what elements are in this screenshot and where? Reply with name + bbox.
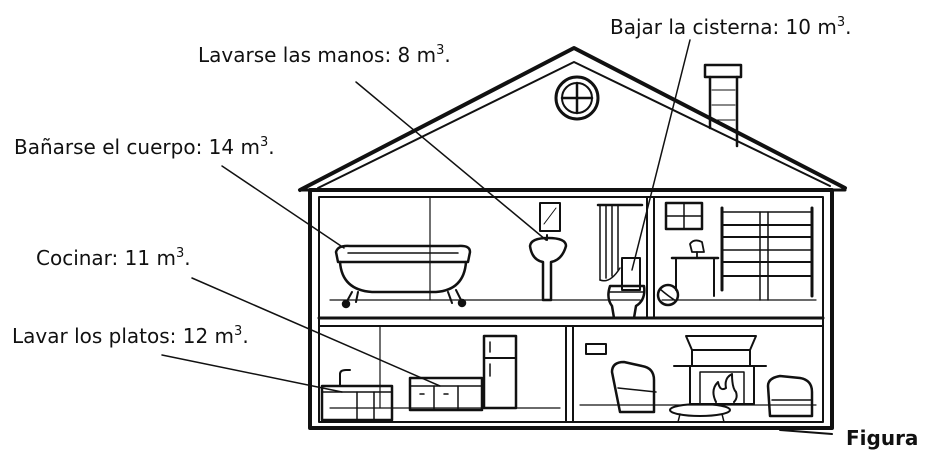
bathroom-sink: [528, 202, 568, 302]
toilet: [607, 257, 646, 320]
chimney: [703, 63, 743, 148]
leader-line-banarse: [221, 165, 345, 249]
leader-line-cocinar: [191, 277, 441, 387]
fireplace: [673, 335, 767, 405]
label-bajar-cisterna: Bajar la cisterna: 10 m3.: [610, 15, 852, 39]
shower-curtain: [596, 203, 644, 282]
stove-counter: [408, 376, 484, 412]
kitchen-sink-counter: [320, 369, 394, 422]
desk: [670, 239, 720, 297]
house-walls: [308, 188, 834, 435]
leader-line-lavarse-manos: [355, 81, 547, 241]
leader-line-bajar-cisterna: [631, 39, 691, 271]
leader-lines: [161, 39, 691, 393]
armchair-right: [766, 374, 814, 418]
label-banarse-cuerpo: Bañarse el cuerpo: 14 m3.: [14, 135, 275, 159]
round-window: [554, 75, 600, 121]
wall-vent: [585, 343, 607, 355]
bunk-bed: [720, 206, 814, 301]
fridge: [482, 334, 518, 410]
coffee-table: [669, 403, 731, 423]
bedroom-window: [664, 201, 704, 231]
figure-caption: Figura: [846, 426, 919, 450]
label-lavarse-manos: Lavarse las manos: 8 m3.: [198, 43, 451, 67]
bathtub: [334, 244, 472, 309]
ball: [656, 283, 680, 307]
armchair-left: [610, 360, 657, 414]
leader-line-lavar-platos: [161, 354, 343, 393]
label-cocinar: Cocinar: 11 m3.: [36, 246, 191, 270]
label-lavar-platos: Lavar los platos: 12 m3.: [12, 324, 249, 348]
